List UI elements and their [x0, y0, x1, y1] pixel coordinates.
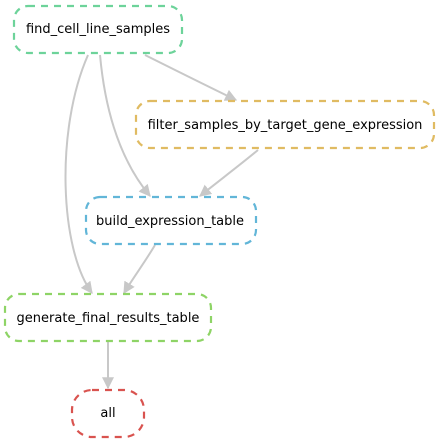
nodes-layer: find_cell_line_samples filter_samples_by… — [3, 4, 436, 439]
node-label: find_cell_line_samples — [26, 22, 170, 37]
edge-find-to-generate — [64, 54, 93, 294]
edge-filter-to-build — [199, 149, 259, 197]
edge-build-to-generate — [123, 244, 156, 295]
edge-find-to-build — [99, 54, 151, 197]
node-filter-samples-by-target-gene-expression[interactable]: filter_samples_by_target_gene_expression — [134, 99, 436, 150]
node-build-expression-table[interactable]: build_expression_table — [84, 195, 258, 246]
node-label: all — [100, 406, 115, 421]
edge-find-to-filter — [144, 54, 238, 101]
node-label: filter_samples_by_target_gene_expression — [148, 118, 423, 133]
edges-layer — [64, 54, 259, 390]
node-find-cell-line-samples[interactable]: find_cell_line_samples — [12, 4, 184, 55]
node-label: build_expression_table — [96, 214, 244, 229]
node-label: generate_final_results_table — [17, 311, 200, 326]
node-all[interactable]: all — [70, 388, 146, 439]
node-generate-final-results-table[interactable]: generate_final_results_table — [3, 292, 213, 343]
